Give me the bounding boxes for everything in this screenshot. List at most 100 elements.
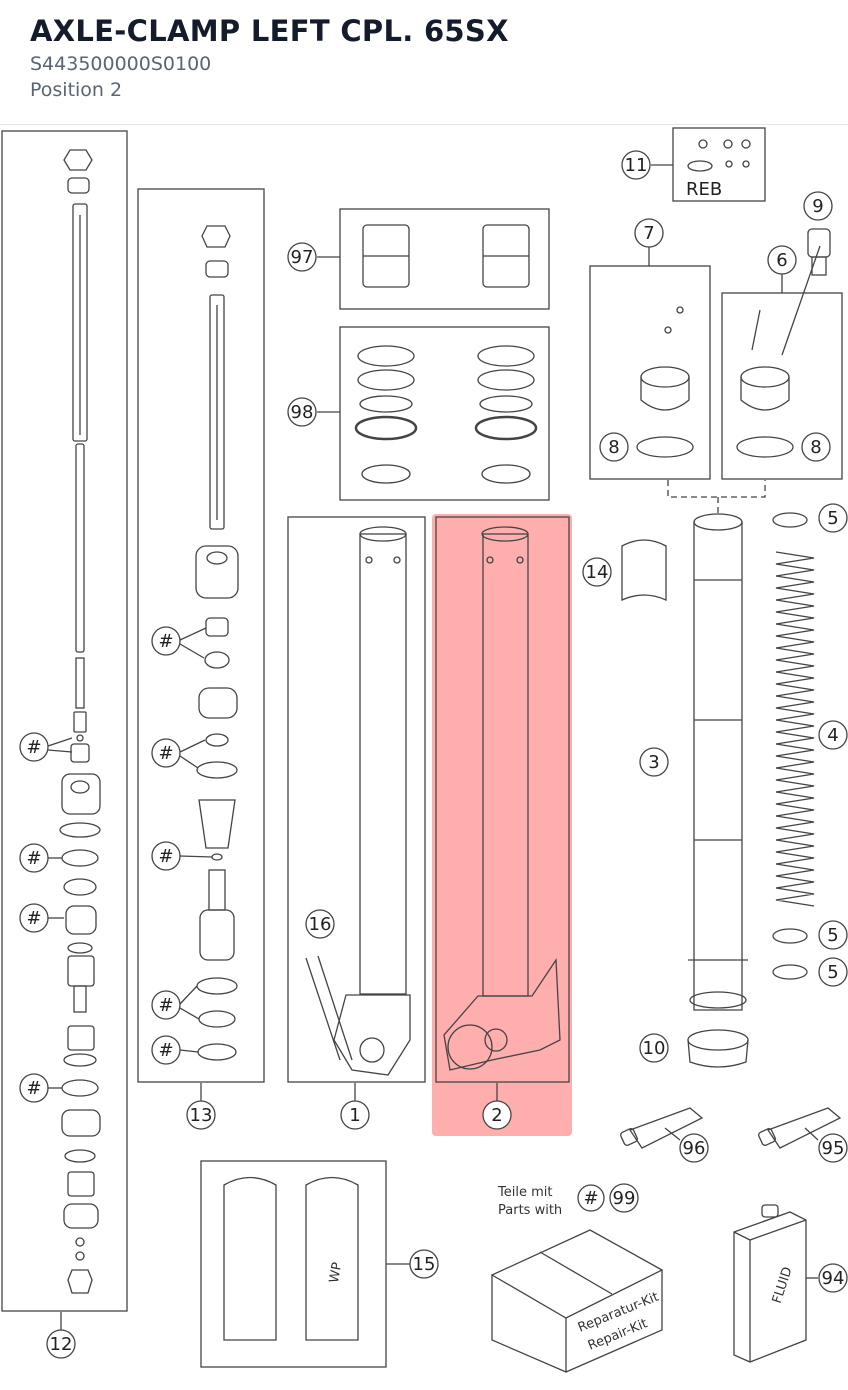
svg-text:#: # [26, 737, 41, 758]
callout-hash-13d[interactable]: # [151, 990, 181, 1020]
part-15-protection-sleeves[interactable]: WP [200, 1160, 387, 1368]
part-95-grease-tube[interactable] [758, 1107, 842, 1149]
svg-text:98: 98 [291, 402, 314, 423]
part-5-ring-top[interactable] [772, 512, 808, 528]
callout-96[interactable]: 96 [679, 1133, 709, 1163]
callout-99[interactable]: 99 [609, 1183, 639, 1213]
svg-text:#: # [26, 1078, 41, 1099]
callout-16[interactable]: 16 [305, 909, 335, 939]
callout-2[interactable]: 2 [482, 1100, 512, 1130]
part-2-axle-clamp-left[interactable] [435, 516, 570, 1083]
part-96-grease-tube[interactable] [620, 1107, 704, 1149]
callout-hash-13a[interactable]: # [151, 626, 181, 656]
svg-text:99: 99 [613, 1188, 636, 1209]
callout-13[interactable]: 13 [186, 1100, 216, 1130]
callout-97[interactable]: 97 [287, 242, 317, 272]
part-5-ring-middle[interactable] [772, 928, 808, 944]
leader-lines [47, 164, 819, 1330]
group-98-seals[interactable] [339, 326, 550, 501]
callout-94[interactable]: 94 [818, 1263, 848, 1293]
callout-9[interactable]: 9 [803, 191, 833, 221]
callout-7[interactable]: 7 [634, 218, 664, 248]
svg-text:8: 8 [608, 437, 619, 458]
callout-99-hash[interactable]: # [577, 1184, 605, 1212]
svg-text:1: 1 [349, 1105, 360, 1126]
svg-text:4: 4 [827, 725, 838, 746]
can-text: FLUID [770, 1265, 796, 1305]
svg-text:13: 13 [190, 1105, 213, 1126]
svg-text:96: 96 [683, 1138, 706, 1159]
callout-15[interactable]: 15 [409, 1249, 439, 1279]
svg-text:#: # [26, 848, 41, 869]
svg-text:94: 94 [822, 1268, 845, 1289]
callout-98[interactable]: 98 [287, 397, 317, 427]
svg-text:5: 5 [827, 508, 838, 529]
part-4-spring[interactable] [775, 551, 815, 907]
callout-8-right[interactable]: 8 [801, 432, 831, 462]
part-99-repair-kit[interactable]: Reparatur-Kit Repair-Kit [490, 1229, 664, 1373]
svg-text:14: 14 [586, 562, 609, 583]
kit-note-de: Teile mit [497, 1185, 552, 1200]
part-9-adjuster[interactable] [807, 228, 831, 276]
svg-text:6: 6 [776, 250, 787, 271]
group-12-cartridge[interactable] [1, 130, 128, 1312]
callout-95[interactable]: 95 [818, 1133, 848, 1163]
svg-text:7: 7 [643, 223, 654, 244]
part-14-guide-sleeve[interactable] [621, 539, 667, 602]
svg-text:8: 8 [810, 437, 821, 458]
callout-8-left[interactable]: 8 [599, 432, 629, 462]
svg-text:#: # [158, 1040, 173, 1061]
part-3-inner-tube[interactable] [688, 513, 748, 1011]
group-13-damper[interactable] [137, 188, 265, 1083]
part-header: AXLE-CLAMP LEFT CPL. 65SX S443500000S010… [0, 0, 848, 125]
callout-3[interactable]: 3 [639, 747, 669, 777]
callout-14[interactable]: 14 [582, 557, 612, 587]
callout-6[interactable]: 6 [767, 245, 797, 275]
svg-text:#: # [158, 631, 173, 652]
part-94-fork-oil[interactable]: FLUID [733, 1204, 807, 1363]
group-7-screw-cap[interactable] [589, 265, 711, 480]
svg-text:#: # [158, 846, 173, 867]
svg-text:97: 97 [291, 247, 314, 268]
svg-text:9: 9 [812, 196, 823, 217]
part-title: AXLE-CLAMP LEFT CPL. 65SX [30, 14, 509, 48]
callout-hash-13b[interactable]: # [151, 738, 181, 768]
callout-5-middle[interactable]: 5 [818, 920, 848, 950]
svg-text:11: 11 [625, 155, 648, 176]
callout-hash-12b[interactable]: # [19, 843, 49, 873]
svg-text:5: 5 [827, 962, 838, 983]
group-97-bushings[interactable] [339, 208, 550, 310]
svg-text:3: 3 [648, 752, 659, 773]
part-number: S443500000S0100 [30, 53, 212, 75]
svg-text:10: 10 [643, 1038, 666, 1059]
exploded-parts-diagram: REB WP R [1, 127, 848, 1373]
callout-1[interactable]: 1 [340, 1100, 370, 1130]
part-10-protector[interactable] [687, 1029, 749, 1068]
callout-hash-12d[interactable]: # [19, 1073, 49, 1103]
part-5-ring-bottom[interactable] [772, 964, 808, 980]
callout-12[interactable]: 12 [46, 1329, 76, 1359]
part-position: Position 2 [30, 79, 123, 101]
svg-text:95: 95 [822, 1138, 845, 1159]
callout-5-top[interactable]: 5 [818, 503, 848, 533]
callout-10[interactable]: 10 [639, 1033, 669, 1063]
svg-text:12: 12 [50, 1334, 73, 1355]
sleeve-brand-text: WP [327, 1261, 345, 1284]
svg-text:#: # [583, 1188, 598, 1209]
svg-text:15: 15 [413, 1254, 436, 1275]
callout-5-bottom[interactable]: 5 [818, 957, 848, 987]
callout-11[interactable]: 11 [621, 150, 651, 180]
callout-hash-12c[interactable]: # [19, 903, 49, 933]
callout-4[interactable]: 4 [818, 720, 848, 750]
svg-text:5: 5 [827, 925, 838, 946]
part-1-outer-tube[interactable] [287, 516, 426, 1083]
svg-text:#: # [158, 995, 173, 1016]
highlight-position-2 [432, 514, 572, 1136]
svg-text:2: 2 [491, 1105, 502, 1126]
callout-hash-12a[interactable]: # [19, 732, 49, 762]
cap-connector-lines [667, 480, 766, 514]
callout-hash-13c[interactable]: # [151, 841, 181, 871]
svg-text:#: # [26, 908, 41, 929]
svg-text:#: # [158, 743, 173, 764]
callout-hash-13e[interactable]: # [151, 1035, 181, 1065]
